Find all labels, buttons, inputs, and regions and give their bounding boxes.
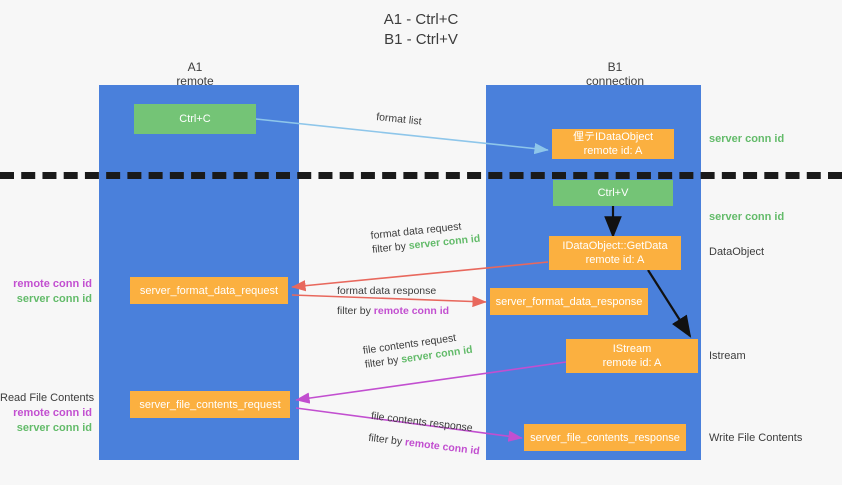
column-a1-name: A1: [187, 60, 203, 74]
edge-format-data-request-filter-prefix: filter by: [371, 240, 410, 256]
node-server-file-contents-request[interactable]: server_file_contents_request: [130, 391, 290, 418]
node-istream[interactable]: IStream remote id: A: [566, 339, 698, 373]
node-getdata-line1: IDataObject::GetData: [562, 240, 668, 252]
node-server-format-data-response-label: server_format_data_response: [495, 295, 643, 308]
node-server-file-contents-request-label: server_file_contents_request: [139, 398, 281, 411]
edge-label-format-list-text: format list: [375, 110, 423, 128]
right-label-dataobject-text: DataObject: [709, 246, 765, 258]
right-label-server-conn-id-mid: server conn id: [709, 210, 784, 225]
edge-file-contents-response-filter-id: remote conn id: [404, 436, 481, 458]
edge-label-format-data-request: format data request filter by server con…: [370, 218, 481, 257]
node-server-format-data-response[interactable]: server_format_data_response: [490, 288, 648, 315]
node-istream-line1: IStream: [612, 343, 652, 355]
node-getdata-line2: remote id: A: [585, 254, 645, 266]
phase-divider: [0, 172, 842, 179]
edge-label-file-contents-request: file contents request filter by server c…: [362, 329, 473, 372]
edge-label-format-list: format list: [376, 110, 423, 129]
edge-label-file-contents-response: file contents response filter by remote …: [368, 409, 484, 458]
right-label-istream-text: Istream: [709, 350, 746, 362]
right-label-istream: Istream: [709, 349, 746, 364]
node-idataobject-create-line2: remote id: A: [583, 145, 643, 157]
node-server-format-data-request[interactable]: server_format_data_request: [130, 277, 288, 304]
right-label-dataobject: DataObject: [709, 245, 764, 260]
node-getdata[interactable]: IDataObject::GetData remote id: A: [549, 236, 681, 270]
title-line-1: A1 - Ctrl+C: [383, 11, 459, 28]
title-line-2: B1 - Ctrl+V: [384, 31, 458, 48]
node-server-file-contents-response[interactable]: server_file_contents_response: [524, 424, 686, 451]
edge-file-contents-request-filter-prefix: filter by: [364, 353, 403, 371]
edge-format-data-response-filter: filter by remote conn id: [337, 304, 449, 318]
node-ctrl-v[interactable]: Ctrl+V: [553, 180, 673, 206]
column-header-b1: B1 connection: [540, 60, 690, 88]
right-label-server-conn-id-top: server conn id: [709, 132, 784, 147]
left-label-format-remote: remote conn id: [13, 278, 92, 290]
left-label-format-conn-ids: remote conn id server conn id: [0, 277, 92, 307]
right-label-write-file-contents: Write File Contents: [709, 431, 802, 446]
edge-file-contents-response-filter-prefix: filter by: [367, 431, 406, 449]
edge-file-contents-response-filter: filter by remote conn id: [368, 431, 481, 459]
column-header-a1: A1 remote: [130, 60, 260, 88]
edge-format-data-response-title: format data response: [337, 285, 437, 297]
left-label-format-server: server conn id: [16, 293, 92, 305]
node-istream-line2: remote id: A: [602, 357, 662, 369]
node-server-format-data-request-label: server_format_data_request: [139, 284, 279, 297]
node-idataobject-create[interactable]: 俚テIDataObject remote id: A: [552, 129, 674, 159]
node-server-file-contents-response-label: server_file_contents_response: [530, 431, 680, 444]
edge-format-data-response-filter-id: remote conn id: [373, 305, 450, 317]
column-a1-sub: remote: [176, 74, 214, 88]
node-ctrl-c[interactable]: Ctrl+C: [134, 104, 256, 134]
edge-format-data-response-filter-prefix: filter by: [337, 305, 374, 317]
node-ctrl-c-label: Ctrl+C: [179, 113, 211, 125]
right-label-server-conn-id-top-text: server conn id: [709, 133, 785, 145]
left-label-file-conn-ids: Read File Contents remote conn id server…: [0, 391, 95, 436]
right-label-write-file-contents-text: Write File Contents: [709, 432, 803, 444]
edge-label-format-data-response: format data response filter by remote co…: [337, 284, 449, 318]
page-title: A1 - Ctrl+C B1 - Ctrl+V: [0, 10, 842, 50]
column-b1-sub: connection: [585, 74, 645, 88]
left-label-file-remote: remote conn id: [13, 407, 92, 419]
node-ctrl-v-label: Ctrl+V: [597, 187, 629, 199]
right-label-server-conn-id-mid-text: server conn id: [709, 211, 785, 223]
node-idataobject-create-line1: 俚テIDataObject: [572, 131, 654, 143]
column-b1-name: B1: [607, 60, 623, 74]
left-label-read-file-contents: Read File Contents: [0, 392, 95, 404]
left-label-file-server: server conn id: [16, 422, 92, 434]
